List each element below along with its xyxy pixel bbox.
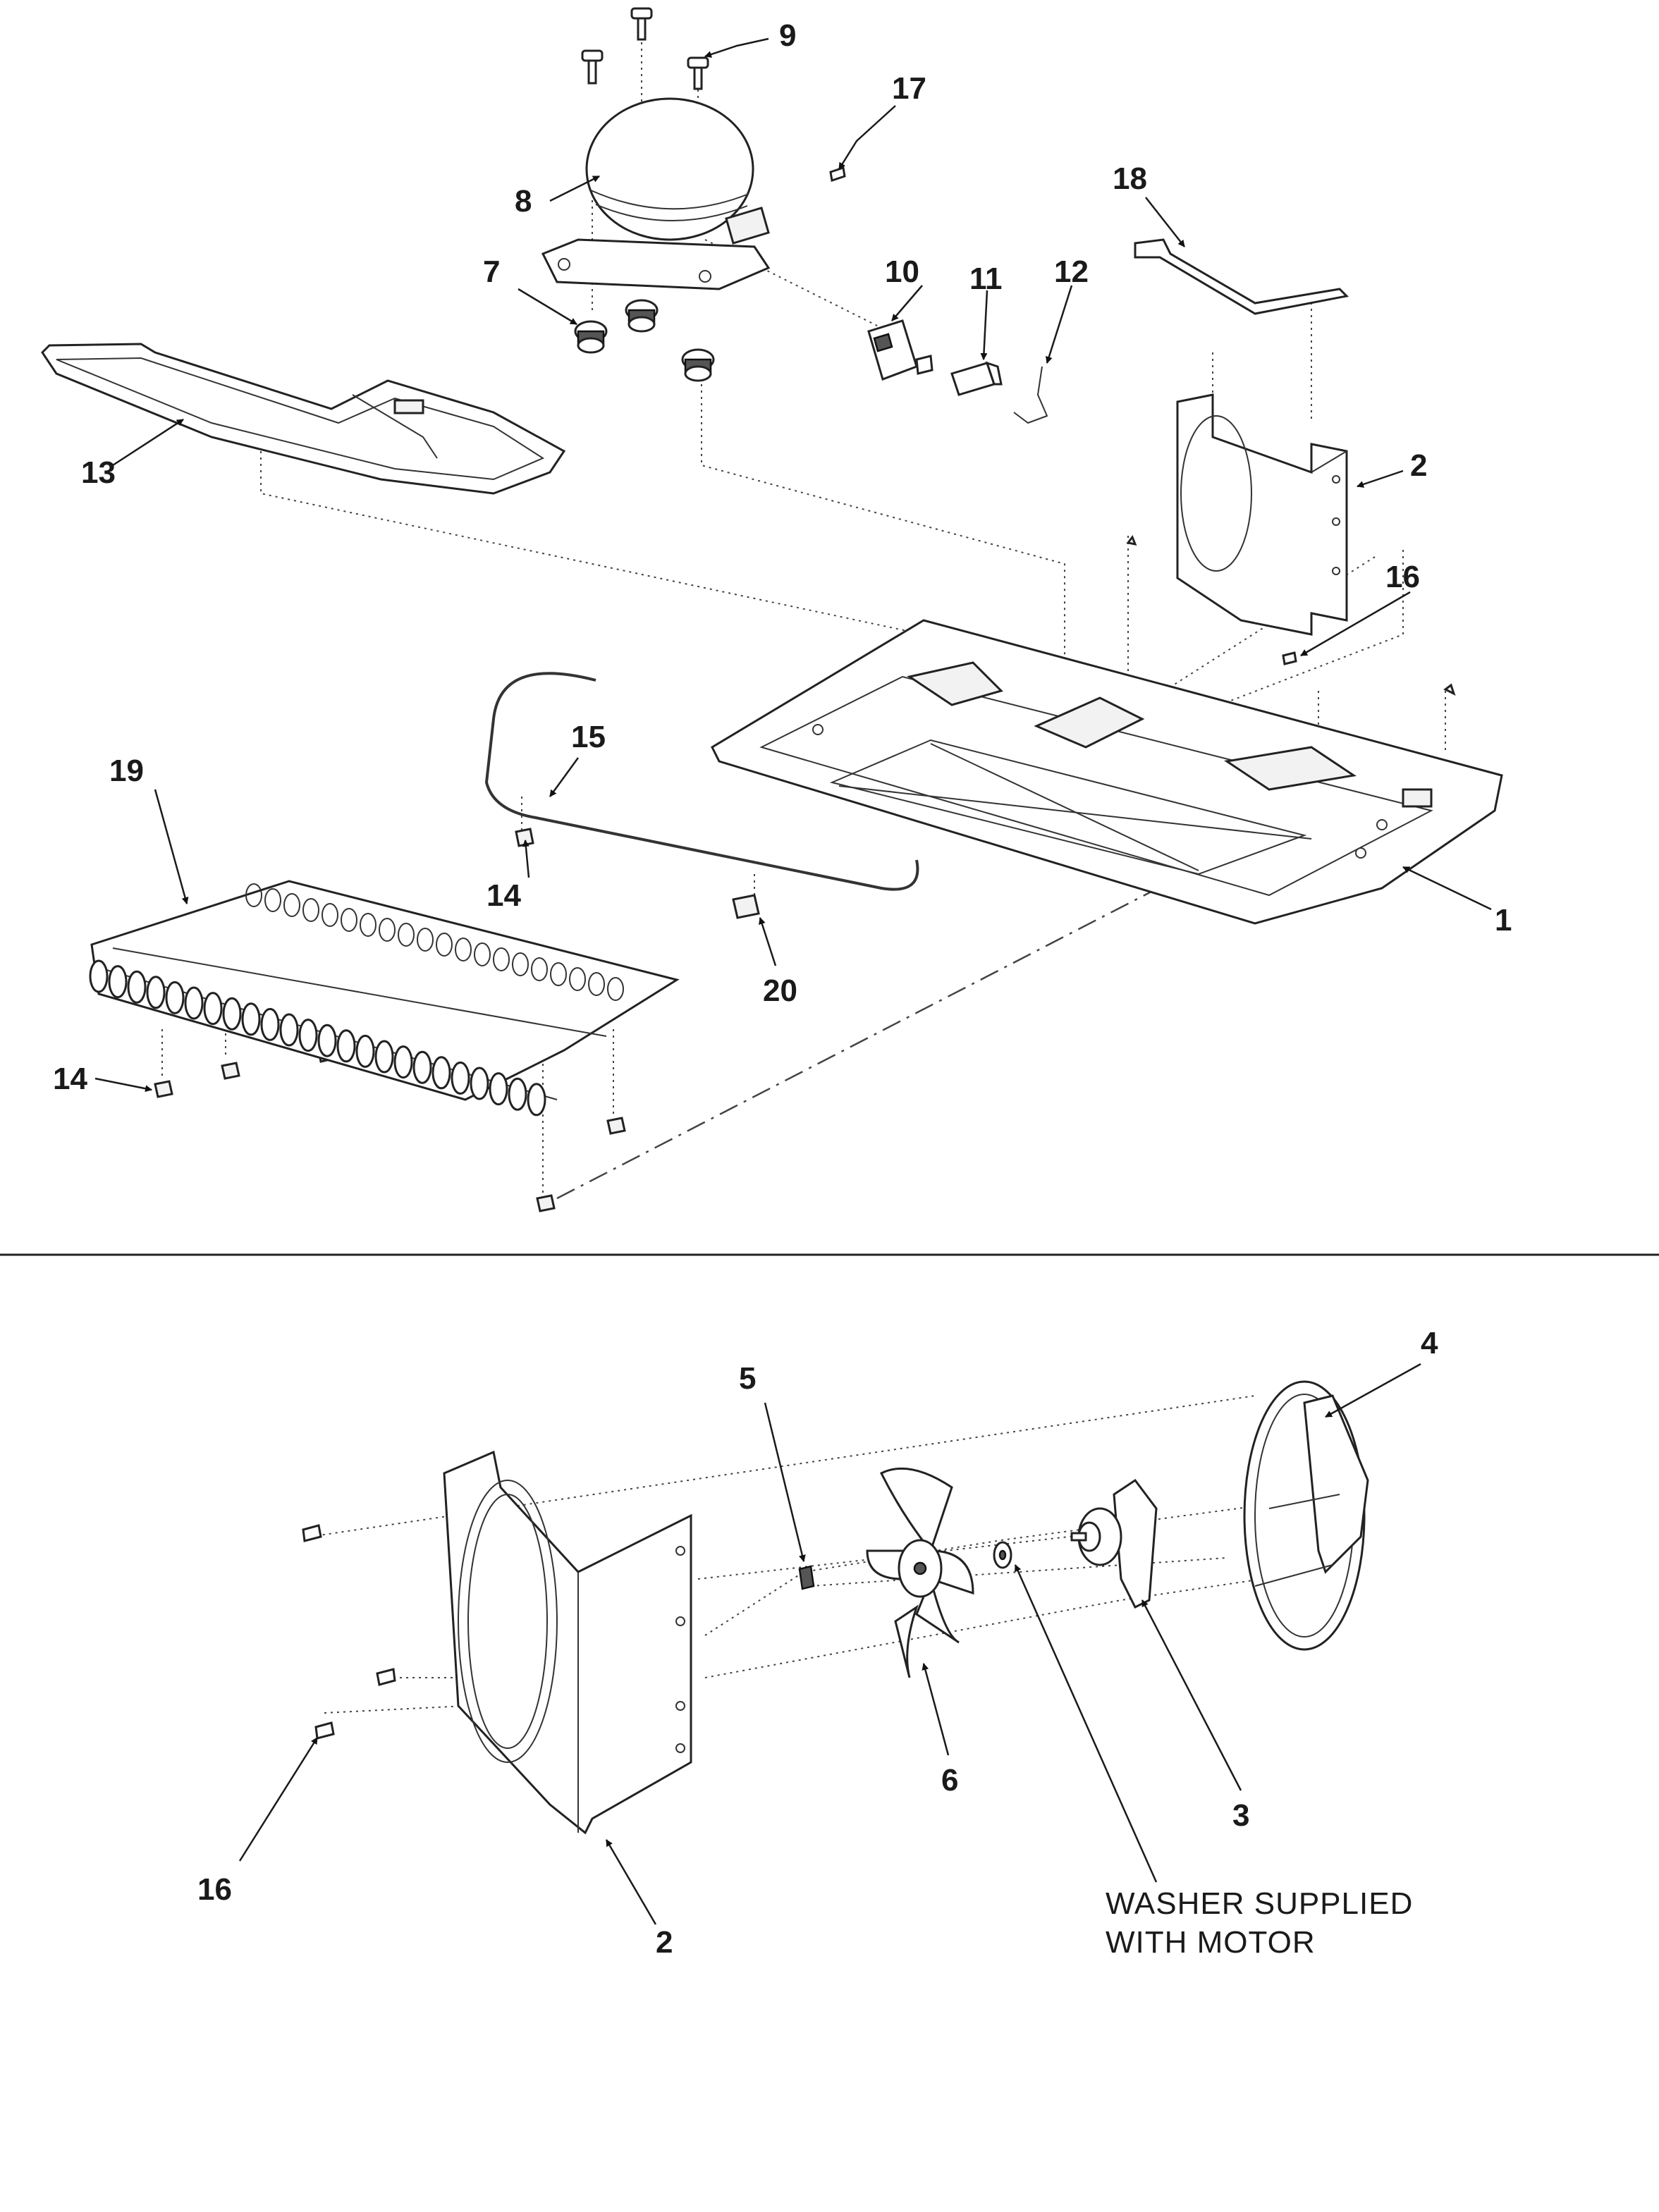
coil-loop — [531, 957, 548, 981]
callout-19: 19 — [109, 754, 144, 788]
callout-2-bottom: 2 — [656, 1925, 673, 1960]
coil-loop — [550, 962, 567, 986]
callout-9: 9 — [779, 18, 796, 53]
coil-loop — [108, 965, 128, 999]
callout-17: 17 — [892, 71, 926, 106]
coil-loop — [417, 928, 434, 952]
coil-loop — [203, 992, 223, 1026]
callout-18: 18 — [1113, 161, 1147, 196]
callout-5: 5 — [739, 1361, 756, 1396]
callout-14-upper: 14 — [486, 878, 521, 913]
mounting-bolts — [581, 7, 709, 90]
coil-loop — [341, 908, 357, 932]
coil-loop — [412, 1050, 432, 1084]
coil-loop — [431, 1056, 451, 1090]
coil-loop — [360, 913, 377, 937]
coil-loop — [451, 1061, 470, 1095]
coil-loop — [393, 1045, 413, 1079]
callout-16-top: 16 — [1385, 560, 1420, 594]
coil-loop — [146, 976, 166, 1009]
coil-loop — [283, 893, 300, 917]
coil-loop — [374, 1040, 394, 1074]
shroud-bracket — [1134, 238, 1349, 315]
drain-tube — [484, 672, 919, 891]
grommets — [574, 299, 715, 382]
callout-13: 13 — [81, 455, 116, 490]
coil-loop — [569, 967, 586, 991]
coil-loop — [493, 947, 510, 971]
coil-loop — [436, 933, 453, 957]
drain-pan — [41, 343, 566, 495]
fan-shroud-top — [1176, 393, 1348, 636]
coil-loop — [470, 1067, 489, 1100]
coil-loop — [222, 997, 242, 1031]
callout-labels: 9 17 8 7 18 10 11 12 13 2 16 15 19 14 20… — [53, 18, 1512, 1960]
coil-loop — [89, 959, 109, 993]
coil-loop — [302, 898, 319, 922]
fan-clip — [798, 1565, 815, 1590]
coil-loop — [322, 903, 338, 927]
coil-loop — [588, 972, 605, 996]
coil-loop — [379, 918, 396, 942]
coil-loop — [279, 1013, 299, 1047]
leader-lines — [94, 37, 1492, 1925]
coil-loop — [317, 1024, 337, 1057]
coil-loop — [298, 1019, 318, 1052]
coil-loop — [474, 942, 491, 966]
condenser-coil — [89, 880, 680, 1117]
spacer-20 — [732, 894, 760, 919]
callout-1: 1 — [1495, 903, 1512, 938]
coil-loop — [165, 981, 185, 1014]
callout-3: 3 — [1232, 1798, 1249, 1833]
compressor — [541, 97, 771, 290]
callout-8: 8 — [515, 184, 532, 219]
callout-4: 4 — [1421, 1326, 1438, 1360]
relay — [867, 319, 933, 381]
overload-cover — [950, 361, 1003, 396]
fan-blade — [866, 1467, 974, 1678]
base-pan — [711, 619, 1503, 925]
callout-7: 7 — [483, 254, 500, 289]
fan-motor — [1070, 1478, 1158, 1609]
coil-loop — [260, 1007, 280, 1041]
callout-6: 6 — [941, 1763, 958, 1798]
coil-loop — [508, 1077, 527, 1111]
callout-15: 15 — [571, 720, 606, 754]
coil-loop — [398, 923, 415, 947]
callout-16-bottom: 16 — [197, 1872, 232, 1907]
screws-bottom — [302, 1524, 396, 1740]
coil-loop — [527, 1083, 546, 1117]
callout-11: 11 — [969, 262, 1003, 296]
wire-clip — [1013, 366, 1048, 424]
callout-14-lower: 14 — [53, 1062, 87, 1096]
coil-loop — [241, 1002, 261, 1036]
note-line-1: WASHER SUPPLIED — [1106, 1886, 1413, 1921]
spacer-14-upper — [515, 828, 534, 847]
callout-12: 12 — [1054, 254, 1089, 289]
fan-bracket — [1243, 1380, 1369, 1651]
coil-loop — [264, 888, 281, 912]
coil-loop — [489, 1072, 508, 1106]
coil-loop — [245, 883, 262, 907]
callout-2-top: 2 — [1410, 448, 1427, 483]
note-line-2: WITH MOTOR — [1106, 1925, 1316, 1960]
coil-loop — [455, 938, 472, 961]
coil-loop — [512, 952, 529, 976]
coil-loop — [355, 1034, 375, 1068]
callout-20: 20 — [763, 973, 797, 1008]
coil-loop — [336, 1029, 356, 1063]
washer-note: WASHER SUPPLIED WITH MOTOR — [1106, 1886, 1413, 1960]
coil-loop — [607, 977, 624, 1001]
coil-loop — [127, 970, 147, 1004]
fan-shroud-bottom — [443, 1450, 692, 1835]
washer — [993, 1541, 1012, 1569]
coil-loop — [184, 986, 204, 1020]
screw-17 — [829, 166, 846, 182]
callout-10: 10 — [885, 254, 919, 289]
screw-16-top — [1126, 534, 1456, 696]
